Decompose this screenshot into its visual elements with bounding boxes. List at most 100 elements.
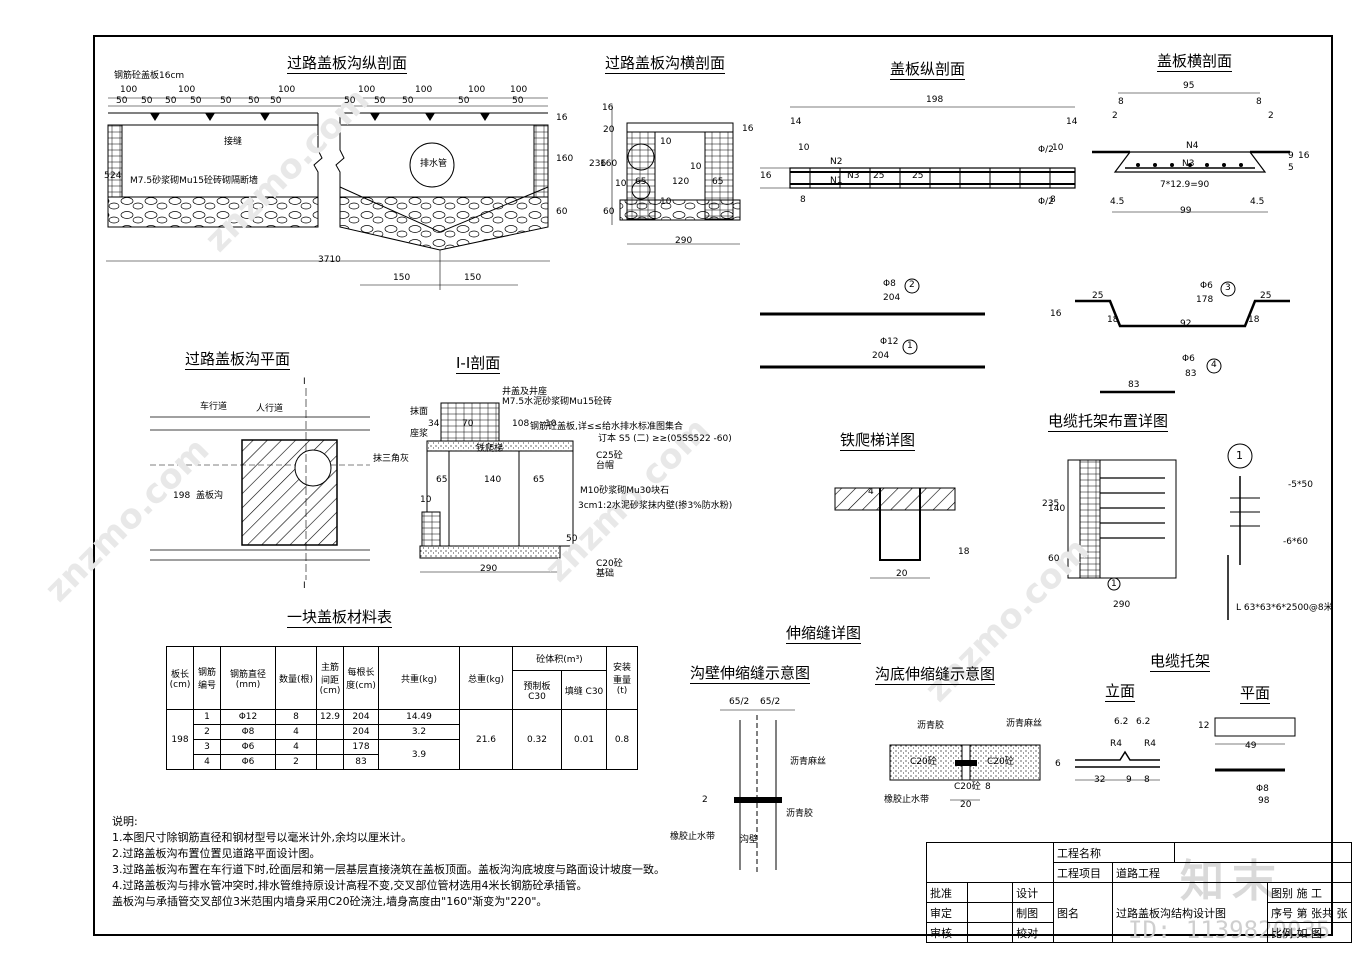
material-table: 板长(cm) 钢筋编号 钢筋直径(mm) 数量(根) 主筋间距(cm) 每根长度…	[166, 645, 638, 770]
title-bottom-joint: 沟底伸缩缝示意图	[875, 665, 996, 685]
title-cover-long: 盖板纵剖面	[890, 60, 966, 80]
th: 预制板 C30	[512, 670, 562, 710]
bar2-dia: Φ8	[883, 279, 896, 289]
bar3-no: 3	[1225, 283, 1231, 293]
br-dim: 32	[1094, 775, 1106, 785]
th: 每根长度(cm)	[343, 646, 379, 710]
cl-dim: 25	[873, 171, 885, 181]
note-line: 2.过路盖板沟布置位置见道路平面设计图。	[112, 847, 321, 860]
ii-dim: 65	[533, 475, 545, 485]
cs-dim: 10	[660, 137, 672, 147]
wall-label: 沥青麻丝	[790, 757, 827, 767]
cl-marker: 1	[1111, 579, 1117, 589]
cc-dim: 16	[1298, 151, 1310, 161]
title-plan: 过路盖板沟平面	[185, 350, 291, 370]
title-section-ii: I-I剖面	[456, 354, 501, 374]
dim-50: 50	[458, 96, 470, 106]
cl-dim: 10	[1052, 143, 1064, 153]
td: 4	[275, 739, 317, 755]
td: 4	[275, 724, 317, 740]
cl-dim: 14	[1066, 117, 1078, 127]
td: 0.8	[606, 709, 638, 770]
ii-dim: 108	[512, 419, 530, 429]
td	[316, 754, 344, 770]
dim-100: 100	[510, 85, 528, 95]
ii-label: 铁爬梯	[476, 444, 504, 454]
bar3-dim: 16	[1050, 309, 1062, 319]
tb-check: 审核	[926, 922, 968, 943]
dim-50: 50	[270, 96, 282, 106]
cs-dim: 65	[635, 177, 647, 187]
note-line: 4.过路盖板沟与排水管冲突时,排水管维持原设计高程不变,交叉部位管材选用4米长钢…	[112, 879, 588, 892]
cl-dim: 8	[800, 195, 806, 205]
ii-label: 基础	[596, 569, 615, 579]
lane-car: 车行道	[200, 402, 228, 412]
bar3-len: 178	[1196, 295, 1214, 305]
cl-dim: 14	[790, 117, 802, 127]
cl-angle: L 63*63*6*2500@8米	[1236, 603, 1333, 613]
td: 3.2	[378, 724, 460, 740]
ii-dim: 50	[566, 534, 578, 544]
sheet-border	[93, 35, 1333, 936]
cl-phi: Φ/2	[1038, 197, 1054, 207]
cs-dim: 16	[602, 103, 614, 113]
th: 主筋间距(cm)	[316, 646, 344, 710]
th: 钢筋直径(mm)	[220, 646, 276, 710]
wall-dim: 65/2	[760, 697, 781, 707]
dim-total: 3710	[318, 255, 341, 265]
td: 8	[275, 709, 317, 725]
section-mark: I	[303, 377, 306, 387]
tb-design: 设计	[1012, 882, 1054, 903]
bottom-joint-drawing	[889, 744, 1041, 801]
dim-50: 50	[165, 96, 177, 106]
bar1-len: 204	[872, 351, 890, 361]
wall-dim: 2	[702, 795, 708, 805]
long-section-drawing	[106, 97, 550, 290]
bar4-dia: Φ6	[1182, 354, 1195, 364]
title-expansion: 伸缩缝详图	[786, 624, 862, 644]
cl-marker: 1	[1236, 449, 1243, 462]
dim-50: 50	[190, 96, 202, 106]
plan-dim-198: 198	[173, 491, 191, 501]
tb-proj-name-label: 工程名称	[1053, 842, 1175, 863]
cl-dim: 140	[1048, 504, 1066, 514]
notes: 说明: 1.本图尺寸除钢筋直径和钢材型号以毫米计外,余均以厘米计。 2.过路盖板…	[112, 814, 665, 910]
cl-dim: 235	[1042, 499, 1060, 509]
td: 21.6	[459, 709, 513, 770]
cc-n4: N4	[1186, 141, 1199, 151]
cc-dim-95: 95	[1183, 81, 1195, 91]
dim-50: 50	[248, 96, 260, 106]
title-cable-bracket: 电缆托架	[1150, 652, 1211, 672]
ii-dim: 70	[462, 419, 474, 429]
br-dim: 49	[1245, 741, 1257, 751]
title-elevation: 立面	[1105, 682, 1136, 702]
th: 安装重量(t)	[606, 646, 638, 710]
cc-dim: 8	[1256, 97, 1262, 107]
ladder-drawing	[834, 487, 956, 579]
cc-spacing: 7*12.9=90	[1160, 180, 1210, 190]
notes-heading: 说明:	[112, 815, 138, 828]
cc-dim: 9	[1288, 151, 1294, 161]
th: 砼体积(m³)	[512, 645, 607, 672]
note-line: 3.过路盖板沟布置在车行道下时,砼面层和第一层基层直接浇筑在盖板顶面。盖板沟沟底…	[112, 863, 665, 876]
cs-dim: 20	[603, 125, 615, 135]
br-dim: 6.2	[1136, 717, 1151, 727]
bar3-dim: 25	[1260, 291, 1272, 301]
n2-label: N2	[830, 157, 843, 167]
bar3-dim: 18	[1107, 315, 1119, 325]
bottom-label: 沥青胶	[917, 721, 945, 731]
ii-label: M10砂浆砌Mu30块石	[580, 486, 670, 496]
th: 填缝 C30	[561, 670, 607, 710]
cc-dim: 8	[1118, 97, 1124, 107]
td: 3.9	[378, 739, 460, 770]
cl-spec: -5*50	[1288, 480, 1313, 490]
td: Φ8	[220, 724, 276, 740]
cl-spec: -6*60	[1283, 537, 1308, 547]
ii-dim: 290	[480, 564, 498, 574]
plan-drawing	[150, 388, 370, 580]
section-ii-drawing	[419, 402, 574, 573]
ii-dim: 65	[436, 475, 448, 485]
ii-label: M7.5水泥砂浆砌Mu15砼砖	[502, 397, 612, 407]
bar1-no: 1	[907, 341, 913, 351]
pipe-label: 排水管	[420, 159, 448, 169]
